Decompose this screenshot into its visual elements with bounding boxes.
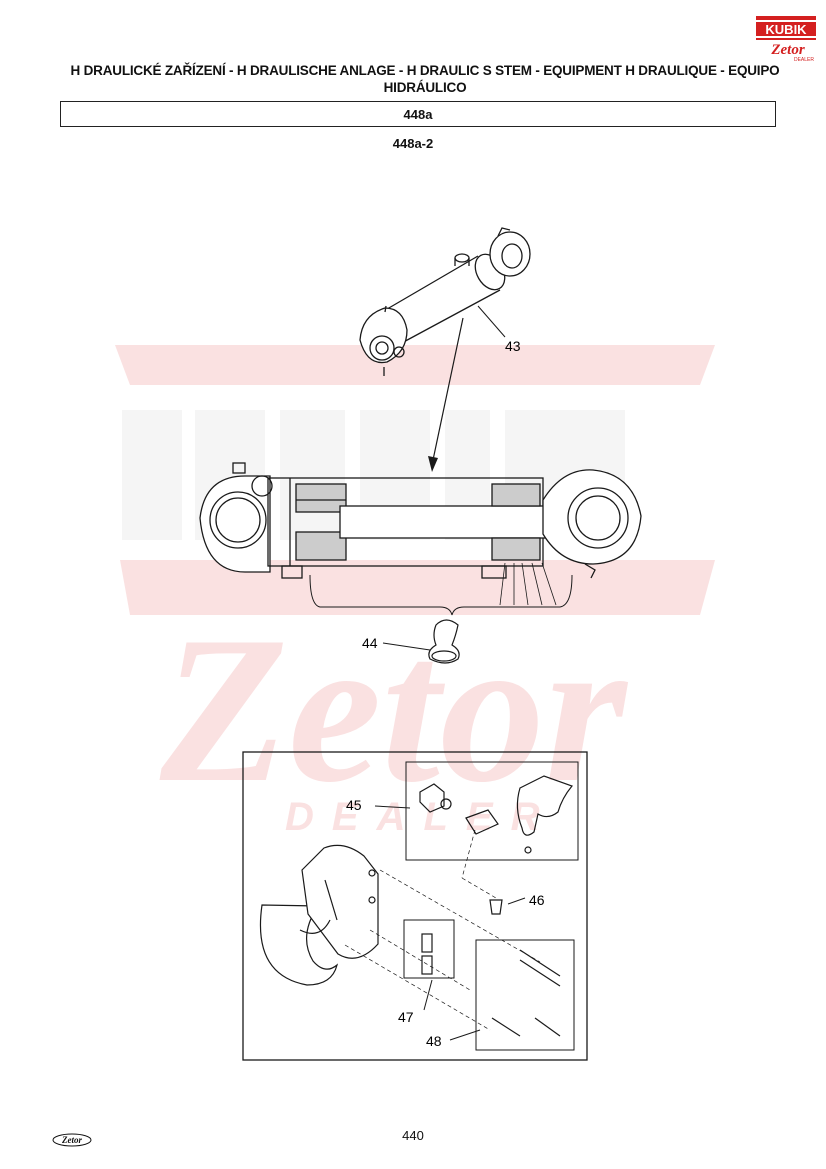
footer-zetor-text: Zetor: [61, 1135, 82, 1145]
kubik-text: KUBIK: [765, 22, 807, 37]
zetor-text: Zetor: [770, 42, 804, 58]
seal-kit-44: [428, 619, 460, 664]
dealer-text: DEALER: [794, 57, 814, 63]
section-heading: 448a: [60, 101, 776, 127]
subsection-heading: 448a-2: [392, 136, 434, 151]
hitch-box: [242, 751, 588, 1061]
cylinder-isometric: [359, 227, 531, 376]
leader-43: [477, 305, 506, 338]
page-number: 440: [402, 1128, 424, 1143]
kit-box-45: [405, 761, 579, 861]
kubik-zetor-logo: KUBIK Zetor DEALER: [756, 16, 816, 63]
watermark-dealer: DEALER: [285, 795, 557, 839]
watermark-zetor: Zetor: [159, 594, 629, 826]
kit-box-47: [403, 919, 455, 979]
callout-43: 43: [505, 338, 521, 354]
page-title: H DRAULICKÉ ZAŘÍZENÍ - H DRAULISCHE ANLA…: [70, 63, 780, 95]
zetor-footer-logo: Zetor: [52, 1133, 92, 1147]
watermark: Zetor DEALER: [115, 345, 715, 839]
hitch-parts: [259, 775, 574, 1037]
callout-45: 45: [346, 797, 362, 813]
callout-48: 48: [426, 1033, 442, 1049]
callout-47: 47: [398, 1009, 414, 1025]
callout-46: 46: [529, 892, 545, 908]
callout-44: 44: [362, 635, 378, 651]
cylinder-section: [199, 462, 642, 579]
kit-box-48: [475, 939, 575, 1051]
